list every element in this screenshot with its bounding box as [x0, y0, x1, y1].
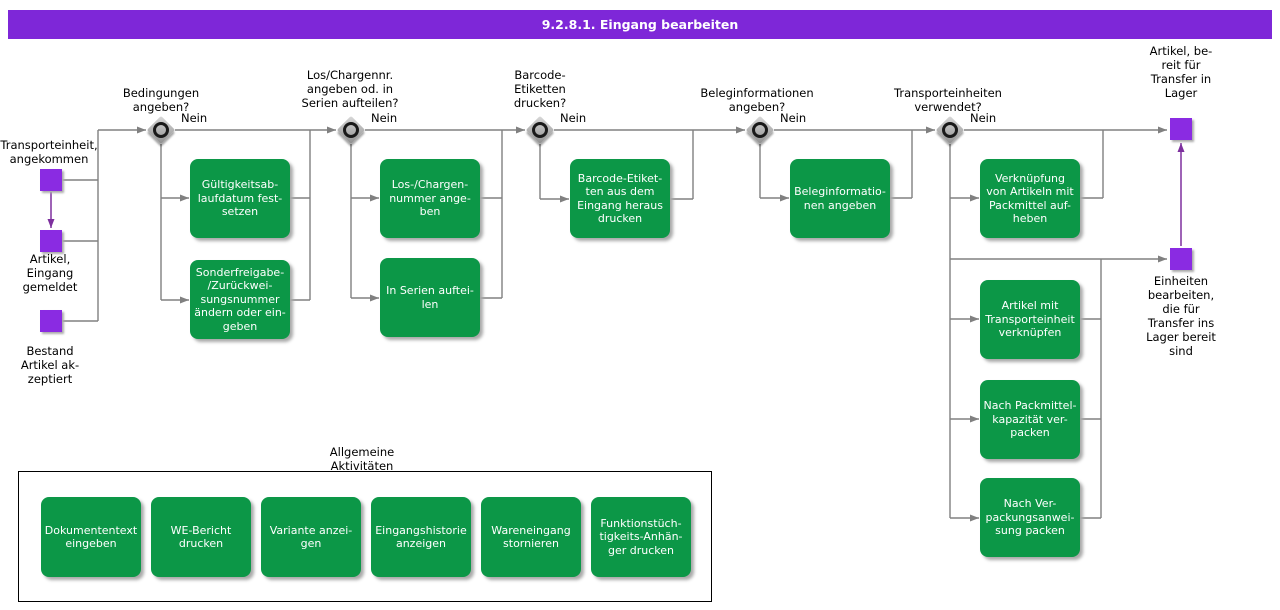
- page-title: 9.2.8.1. Eingang bearbeiten: [541, 17, 739, 32]
- general-activities-box: Dokumententext eingeben WE-Bericht druck…: [18, 471, 712, 602]
- gateway-no-label: Nein: [970, 111, 997, 125]
- activity-label: Beleginformatio- nen angeben: [794, 185, 886, 212]
- activity-label: Artikel mit Transporteinheit verknüpfen: [985, 299, 1075, 340]
- activity-label: Funktionstüch- tigkeits-Anhän- ger druck…: [599, 516, 683, 557]
- activity-nach-verpackungsanweisung-packen[interactable]: Nach Ver- packungsanwei- sung packen: [980, 478, 1080, 557]
- activity-verknuepfung-aufheben[interactable]: Verknüpfung von Artikeln mit Packmittel …: [980, 159, 1080, 238]
- activity-label: In Serien auftei- len: [386, 284, 474, 311]
- title-bar: 9.2.8.1. Eingang bearbeiten: [8, 10, 1272, 39]
- gateway-circle-icon: [942, 122, 958, 138]
- activity-label: Wareneingang stornieren: [491, 523, 571, 551]
- activity-in-serien-aufteilen[interactable]: In Serien auftei- len: [380, 258, 480, 337]
- gateway-question-transporteinheiten: Transporteinheiten verwendet?: [894, 86, 1002, 114]
- gateway-no-label: Nein: [181, 111, 208, 125]
- activity-beleginformationen-angeben[interactable]: Beleginformatio- nen angeben: [790, 159, 890, 238]
- activity-label: Eingangshistorie anzeigen: [375, 523, 467, 551]
- event-bestand-artikel-akzeptiert[interactable]: [40, 310, 62, 332]
- event-einheiten-bearbeiten[interactable]: [1170, 248, 1192, 270]
- event-artikel-bereit-transfer[interactable]: [1170, 118, 1192, 140]
- gateway-circle-icon: [153, 122, 169, 138]
- activity-gueltigkeitsablaufdatum[interactable]: Gültigkeitsab- laufdatum fest- setzen: [190, 159, 290, 238]
- activity-nach-packmittelkapazitaet-verpacken[interactable]: Nach Packmittel- kapazität ver- packen: [980, 380, 1080, 459]
- activity-we-bericht-drucken[interactable]: WE-Bericht drucken: [151, 497, 251, 577]
- gateway-circle-icon: [343, 122, 359, 138]
- gateway-question-bedingungen: Bedingungen angeben?: [122, 86, 200, 114]
- activity-sonderfreigabe-zurueckweisungsnummer[interactable]: Sonderfreigabe- /Zurückwei- sungsnummer …: [190, 260, 290, 339]
- event-artikel-eingang-gemeldet[interactable]: [40, 230, 62, 252]
- activity-label: Dokumententext eingeben: [44, 523, 138, 551]
- activity-barcode-etiketten-drucken[interactable]: Barcode-Etiket- ten aus dem Eingang hera…: [570, 159, 670, 238]
- gateway-no-label: Nein: [780, 111, 807, 125]
- gateway-question-barcode-etiketten: Barcode- Etiketten drucken?: [513, 68, 567, 110]
- event-label-einheiten-bearbeiten: Einheiten bearbeiten, die für Transfer i…: [1146, 274, 1216, 358]
- gateway-no-label: Nein: [560, 111, 587, 125]
- activity-label: Nach Ver- packungsanwei- sung packen: [985, 497, 1075, 538]
- activity-label: Verknüpfung von Artikeln mit Packmittel …: [986, 171, 1074, 226]
- gateway-question-los-chargennr: Los/Chargennr. angeben od. in Serien auf…: [301, 68, 399, 110]
- activity-dokumententext-eingeben[interactable]: Dokumententext eingeben: [41, 497, 141, 577]
- general-section-label: Allgemeine Aktivitäten: [329, 445, 395, 473]
- event-label-bestand-artikel-akzeptiert: Bestand Artikel ak- zeptiert: [20, 344, 80, 386]
- activity-label: Nach Packmittel- kapazität ver- packen: [983, 399, 1077, 440]
- gateway-no-label: Nein: [371, 111, 398, 125]
- activity-funktionstuechtigkeits-anhaenger-drucken[interactable]: Funktionstüch- tigkeits-Anhän- ger druck…: [591, 497, 691, 577]
- event-label-artikel-bereit-transfer: Artikel, be- reit für Transfer in Lager: [1149, 44, 1213, 100]
- activity-label: Barcode-Etiket- ten aus dem Eingang hera…: [577, 171, 663, 226]
- activity-label: WE-Bericht drucken: [170, 523, 232, 551]
- activity-artikel-transporteinheit-verknuepfen[interactable]: Artikel mit Transporteinheit verknüpfen: [980, 280, 1080, 359]
- event-label-artikel-eingang-gemeldet: Artikel, Eingang gemeldet: [22, 252, 78, 294]
- activity-label: Los-/Chargen- nummer ange- ben: [389, 178, 471, 219]
- activity-label: Sonderfreigabe- /Zurückwei- sungsnummer …: [194, 265, 286, 333]
- activity-los-chargennummer-angeben[interactable]: Los-/Chargen- nummer ange- ben: [380, 159, 480, 238]
- activity-label: Variante anzei- gen: [269, 523, 353, 551]
- event-label-transporteinheit-angekommen: Transporteinheit, angekommen: [0, 138, 98, 166]
- event-transporteinheit-angekommen[interactable]: [40, 169, 62, 191]
- activity-variante-anzeigen[interactable]: Variante anzei- gen: [261, 497, 361, 577]
- activity-wareneingang-stornieren[interactable]: Wareneingang stornieren: [481, 497, 581, 577]
- gateway-question-beleginformationen: Beleginformationen angeben?: [700, 86, 814, 114]
- gateway-circle-icon: [532, 122, 548, 138]
- activity-label: Gültigkeitsab- laufdatum fest- setzen: [197, 178, 283, 219]
- activity-eingangshistorie-anzeigen[interactable]: Eingangshistorie anzeigen: [371, 497, 471, 577]
- gateway-circle-icon: [752, 122, 768, 138]
